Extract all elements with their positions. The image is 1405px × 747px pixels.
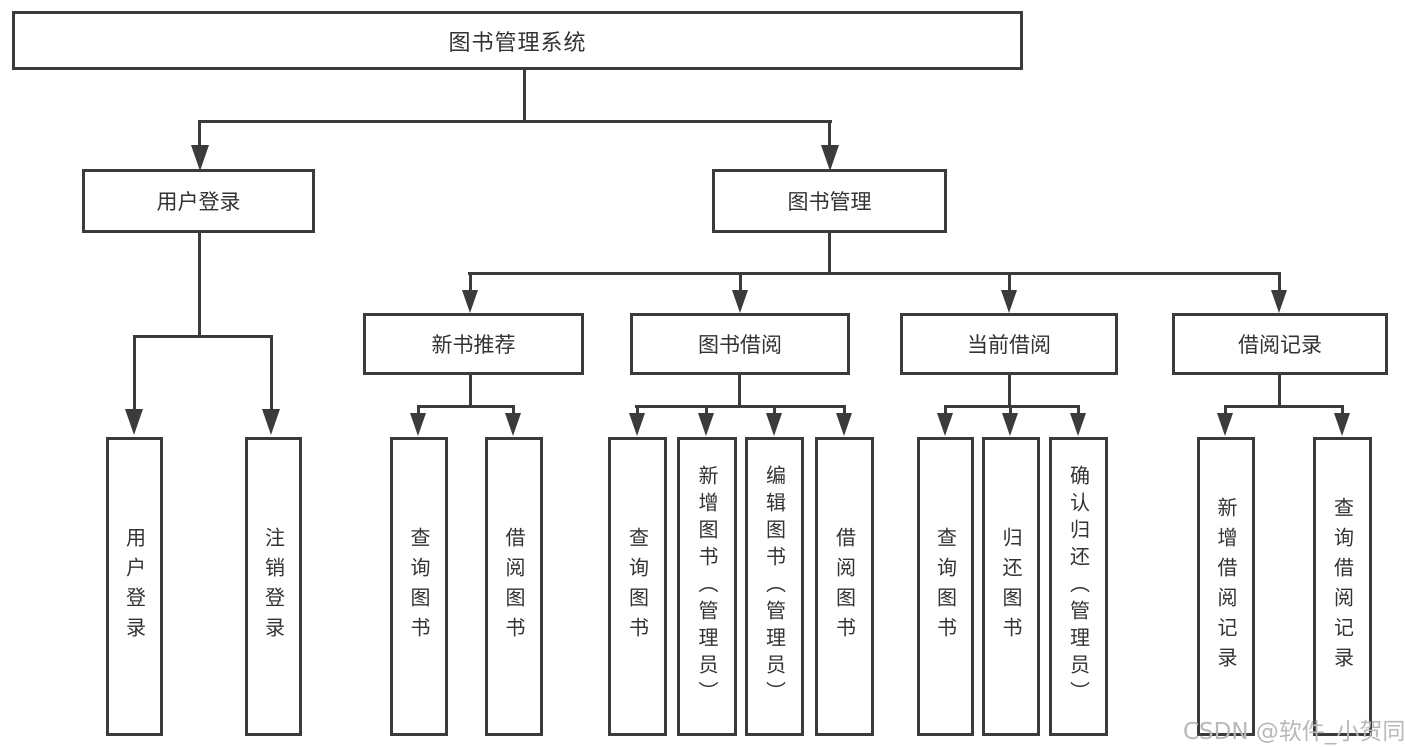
node-root: 图书管理系统: [12, 11, 1023, 70]
arrow-down-icon: [505, 413, 521, 436]
arrow-down-icon: [836, 413, 852, 436]
connector-bookborrow-hline: [635, 405, 846, 408]
node-leaf-edit-book-admin: 编辑图书（管理员）: [745, 437, 804, 736]
connector-newbook-stub: [469, 375, 472, 405]
connector-user-login-hline: [133, 335, 273, 338]
arrow-down-icon: [937, 413, 953, 436]
node-leaf-user-login: 用户登录: [106, 437, 163, 736]
node-leaf-query-book-1: 查询图书: [390, 437, 448, 736]
connector-level3-drop: [1008, 272, 1011, 292]
node-leaf-query-book-2: 查询图书: [608, 437, 667, 736]
arrow-down-icon: [1070, 413, 1086, 436]
arrow-down-icon: [262, 409, 280, 435]
arrow-down-icon: [629, 413, 645, 436]
node-book-management: 图书管理: [712, 169, 947, 233]
arrow-down-icon: [125, 409, 143, 435]
arrow-down-icon: [766, 413, 782, 436]
connector-leaf-drop: [1009, 405, 1012, 414]
connector-leaf-drop: [705, 405, 708, 414]
connector-leaf-drop: [636, 405, 639, 414]
arrow-down-icon: [1002, 413, 1018, 436]
arrow-down-icon: [1334, 413, 1350, 436]
connector-level3-drop: [739, 272, 742, 292]
arrow-down-icon: [191, 145, 209, 171]
arrow-down-icon: [410, 413, 426, 436]
connector-leaf-drop: [1341, 405, 1344, 414]
node-leaf-add-book-admin: 新增图书（管理员）: [677, 437, 737, 736]
connector-user-login-stub: [198, 233, 201, 335]
node-leaf-confirm-return-admin: 确认归还（管理员）: [1049, 437, 1108, 736]
node-leaf-query-borrow-record: 查询借阅记录: [1313, 437, 1372, 736]
connector-current-hline: [944, 405, 1080, 408]
connector-level3-drop: [1278, 272, 1281, 292]
connector-current-stub: [1008, 375, 1011, 405]
connector-leaf-drop: [1224, 405, 1227, 414]
connector-leaf-drop: [944, 405, 947, 414]
arrow-down-icon: [732, 290, 748, 313]
connector-book-mgmt-hline: [468, 272, 1281, 275]
node-borrow-records: 借阅记录: [1172, 313, 1388, 375]
watermark: CSDN @软件_小贺同学: [1183, 719, 1405, 745]
connector-bookborrow-stub: [738, 375, 741, 405]
node-new-book-recommend: 新书推荐: [363, 313, 584, 375]
connector-root-hline: [198, 120, 832, 123]
connector-leaf-drop: [843, 405, 846, 414]
node-leaf-borrow-book-1: 借阅图书: [485, 437, 543, 736]
node-leaf-logout: 注销登录: [245, 437, 302, 736]
arrow-down-icon: [698, 413, 714, 436]
connector-leaf-drop: [417, 405, 420, 414]
arrow-down-icon: [1217, 413, 1233, 436]
node-book-borrow: 图书借阅: [630, 313, 850, 375]
connector-leaf-drop: [1077, 405, 1080, 414]
node-leaf-return-book: 归还图书: [982, 437, 1040, 736]
connector-book-mgmt-drop: [828, 120, 831, 148]
connector-root-stub: [523, 70, 526, 120]
connector-book-mgmt-stub: [828, 233, 831, 272]
arrow-down-icon: [1001, 290, 1017, 313]
connector-leaf-drop: [773, 405, 776, 414]
arrow-down-icon: [1271, 290, 1287, 313]
node-leaf-borrow-book-2: 借阅图书: [815, 437, 874, 736]
connector-level3-drop: [469, 272, 472, 292]
connector-leaf-drop: [133, 335, 136, 410]
connector-leaf-drop: [512, 405, 515, 414]
arrow-down-icon: [462, 290, 478, 313]
connector-newbook-hline: [417, 405, 515, 408]
connector-records-hline: [1224, 405, 1344, 408]
connector-records-stub: [1278, 375, 1281, 405]
node-leaf-query-book-3: 查询图书: [917, 437, 974, 736]
connector-leaf-drop: [270, 335, 273, 410]
arrow-down-icon: [821, 145, 839, 171]
node-user-login: 用户登录: [82, 169, 315, 233]
node-leaf-add-borrow-record: 新增借阅记录: [1197, 437, 1255, 736]
connector-user-login-drop: [198, 120, 201, 148]
node-current-borrow: 当前借阅: [900, 313, 1118, 375]
